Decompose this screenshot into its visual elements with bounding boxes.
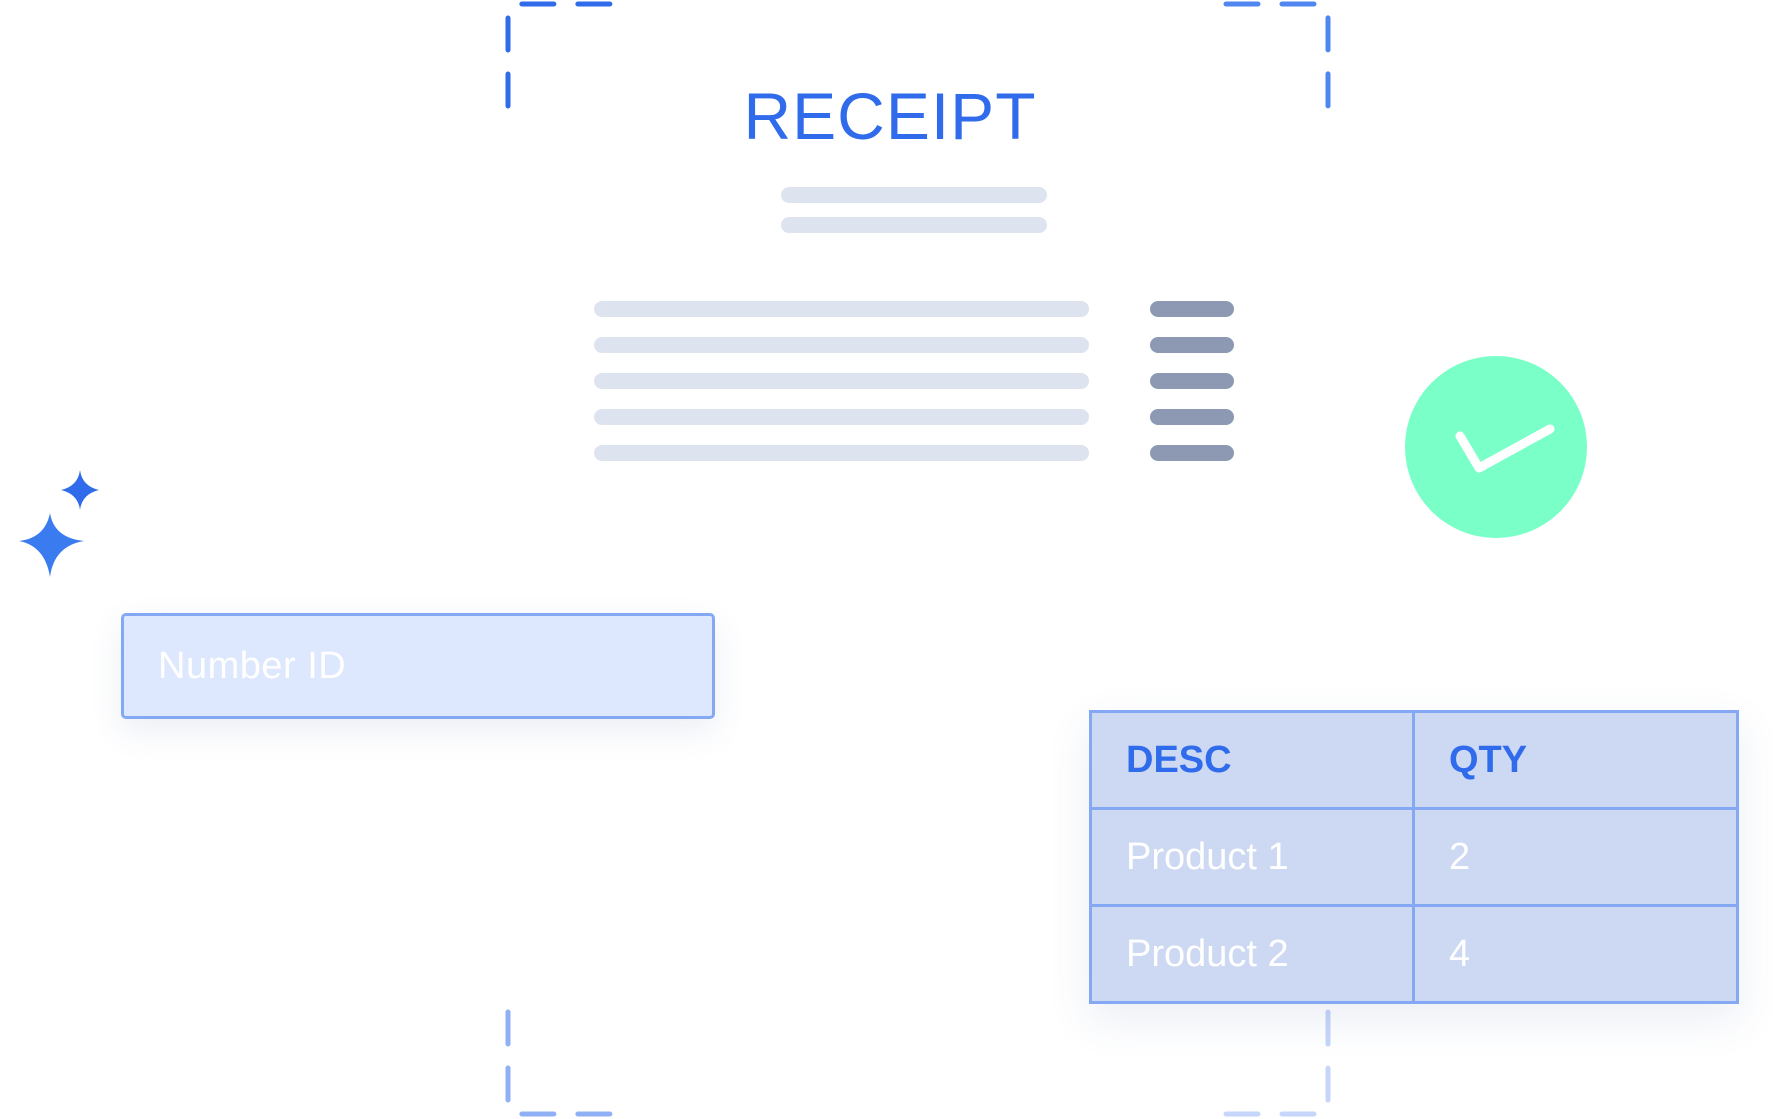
scan-corner-bottom-right [1223,1009,1331,1117]
item-line-1 [594,301,1089,317]
item-line-5 [594,445,1089,461]
item-line-4 [594,409,1089,425]
item-line-2 [594,337,1089,353]
value-line-4 [1150,409,1234,425]
column-header-desc: DESC [1089,710,1415,810]
items-table: DESC QTY Product 1 2 Product 2 4 [1089,710,1739,1004]
number-id-field: Number ID [121,613,715,719]
success-badge [1405,356,1587,538]
value-line-5 [1150,445,1234,461]
header-line-1 [781,187,1047,203]
table-row: Product 2 4 [1089,904,1739,1004]
value-line-2 [1150,337,1234,353]
cell-desc: Product 1 [1089,807,1415,907]
scan-corner-top-left [505,1,615,109]
cell-desc: Product 2 [1089,904,1415,1004]
scan-corner-top-right [1223,1,1331,109]
table-header-row: DESC QTY [1089,710,1739,810]
cell-qty: 4 [1412,904,1739,1004]
item-line-3 [594,373,1089,389]
value-line-1 [1150,301,1234,317]
table-row: Product 1 2 [1089,807,1739,907]
sparkles-icon [19,470,99,577]
scan-corner-bottom-left [505,1009,615,1117]
check-icon [1455,424,1555,473]
cell-qty: 2 [1412,807,1739,907]
column-header-qty: QTY [1412,710,1739,810]
receipt-title: RECEIPT [743,79,1037,153]
value-line-3 [1150,373,1234,389]
number-id-label: Number ID [158,644,347,687]
header-line-2 [781,217,1047,233]
